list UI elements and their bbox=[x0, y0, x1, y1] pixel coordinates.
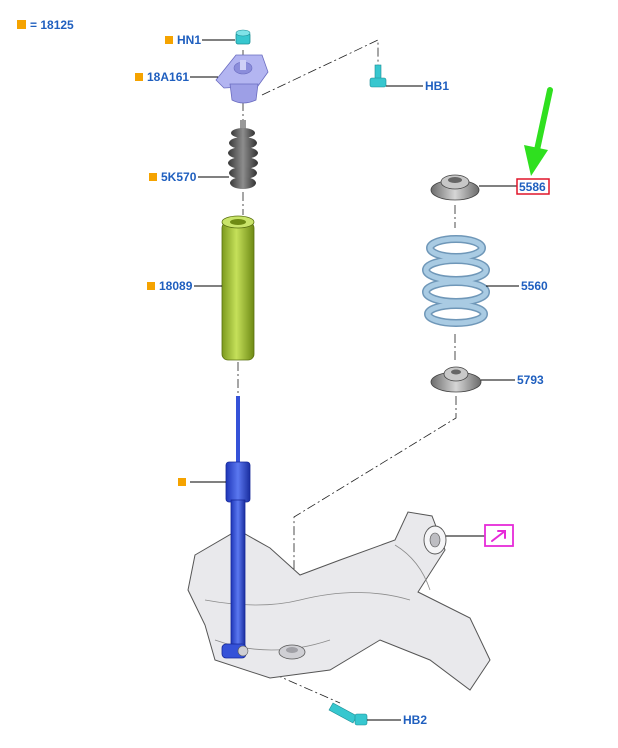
spring-seat-5586 bbox=[430, 174, 480, 201]
shock-absorber bbox=[221, 396, 251, 659]
callout-label-5k570: 5K570 bbox=[161, 170, 197, 184]
callout-label-5586: 5586 bbox=[519, 180, 546, 194]
nut-hn1 bbox=[235, 29, 251, 45]
callout-18089[interactable]: 18089 bbox=[147, 279, 222, 293]
callout-hb2[interactable]: HB2 bbox=[367, 713, 427, 727]
green-pointer-arrow-icon bbox=[524, 87, 553, 176]
legend-marker bbox=[178, 478, 186, 486]
highlight-box bbox=[516, 178, 550, 195]
legend-marker bbox=[147, 282, 155, 290]
legend-marker bbox=[17, 20, 26, 29]
callout-label-18a161: 18A161 bbox=[147, 70, 189, 84]
callout-label-hn1: HN1 bbox=[177, 33, 201, 47]
rear-subframe bbox=[187, 511, 491, 691]
callout-5k570[interactable]: 5K570 bbox=[149, 170, 229, 184]
callout-label-hb2: HB2 bbox=[403, 713, 427, 727]
callout-5560[interactable]: 5560 bbox=[486, 279, 548, 293]
callout-label-5793: 5793 bbox=[517, 373, 544, 387]
callout-label-5560: 5560 bbox=[521, 279, 548, 293]
callout-shock-absorber[interactable] bbox=[178, 478, 226, 486]
callout-5586[interactable]: 5586 bbox=[479, 178, 550, 195]
callout-18a161[interactable]: 18A161 bbox=[135, 70, 218, 84]
legend-marker bbox=[135, 73, 143, 81]
callout-hb1[interactable]: HB1 bbox=[386, 79, 449, 93]
dust-cover-18089 bbox=[221, 215, 255, 361]
bolt-hb2 bbox=[328, 702, 368, 726]
legend-text: = 18125 bbox=[30, 18, 74, 32]
callout-label-18089: 18089 bbox=[159, 279, 193, 293]
legend-marker bbox=[165, 36, 173, 44]
upper-mount-18a161 bbox=[215, 54, 269, 104]
coil-spring-5560 bbox=[422, 235, 490, 327]
callout-label-hb1: HB1 bbox=[425, 79, 449, 93]
callout-hn1[interactable]: HN1 bbox=[165, 33, 235, 47]
callout-5793[interactable]: 5793 bbox=[481, 373, 544, 387]
bump-stop-5k570 bbox=[228, 120, 258, 189]
arrow-link-icon[interactable] bbox=[446, 524, 514, 547]
spring-seat-5793 bbox=[430, 366, 482, 393]
legend: = 18125 bbox=[17, 18, 74, 32]
bolt-hb1 bbox=[369, 64, 387, 88]
legend-marker bbox=[149, 173, 157, 181]
